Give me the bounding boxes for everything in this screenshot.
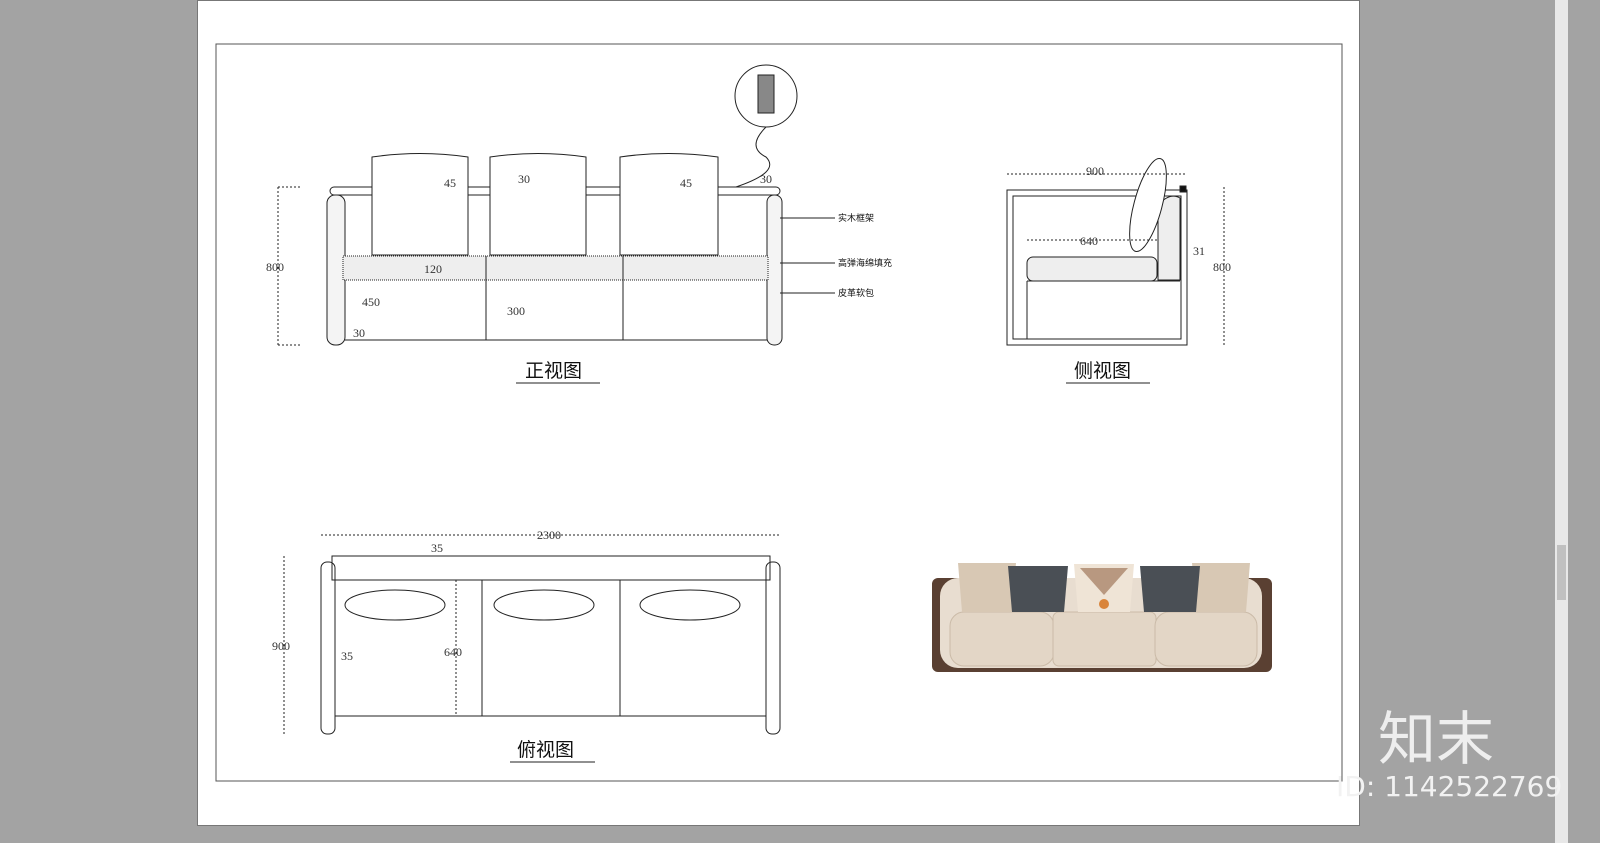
dim-gap-right: 45 <box>680 176 692 190</box>
dim-top-arm: 35 <box>341 649 353 663</box>
dim-frame: 30 <box>760 172 772 186</box>
side-view <box>1006 157 1225 346</box>
dim-cushion: 120 <box>424 262 442 276</box>
note-frame: 实木框架 <box>838 212 874 224</box>
dim-top-seat: 640 <box>444 645 462 659</box>
dim-side-seat: 640 <box>1080 234 1098 248</box>
watermark-logo: 知末 <box>1378 705 1495 773</box>
vertical-scrollbar[interactable] <box>1555 0 1568 843</box>
dim-side-depth: 900 <box>1086 164 1104 178</box>
dim-height: 800 <box>266 260 284 274</box>
dim-top-back: 35 <box>431 541 443 555</box>
top-view <box>283 534 781 736</box>
sofa-render <box>932 563 1272 672</box>
scrollbar-thumb[interactable] <box>1557 545 1566 600</box>
top-view-title: 俯视图 <box>517 739 574 761</box>
note-leather: 皮革软包 <box>838 287 874 299</box>
drawing-page <box>197 0 1360 826</box>
dim-base: 300 <box>507 304 525 318</box>
note-foam: 高弹海绵填充 <box>838 257 892 269</box>
dim-top-depth: 900 <box>272 639 290 653</box>
front-view-title: 正视图 <box>525 360 582 382</box>
front-view <box>277 64 835 346</box>
dim-gap-mid: 30 <box>518 172 530 186</box>
dim-top-width: 2300 <box>537 528 561 542</box>
dim-side-height: 800 <box>1213 260 1231 274</box>
dim-gap-left: 45 <box>444 176 456 190</box>
dim-side-back: 31 <box>1193 244 1205 258</box>
side-view-title: 侧视图 <box>1074 360 1131 382</box>
watermark-id: ID: 1142522769 <box>1336 770 1563 803</box>
dim-seat-height: 450 <box>362 295 380 309</box>
sheet-border <box>215 43 1343 782</box>
dim-leg: 30 <box>353 326 365 340</box>
